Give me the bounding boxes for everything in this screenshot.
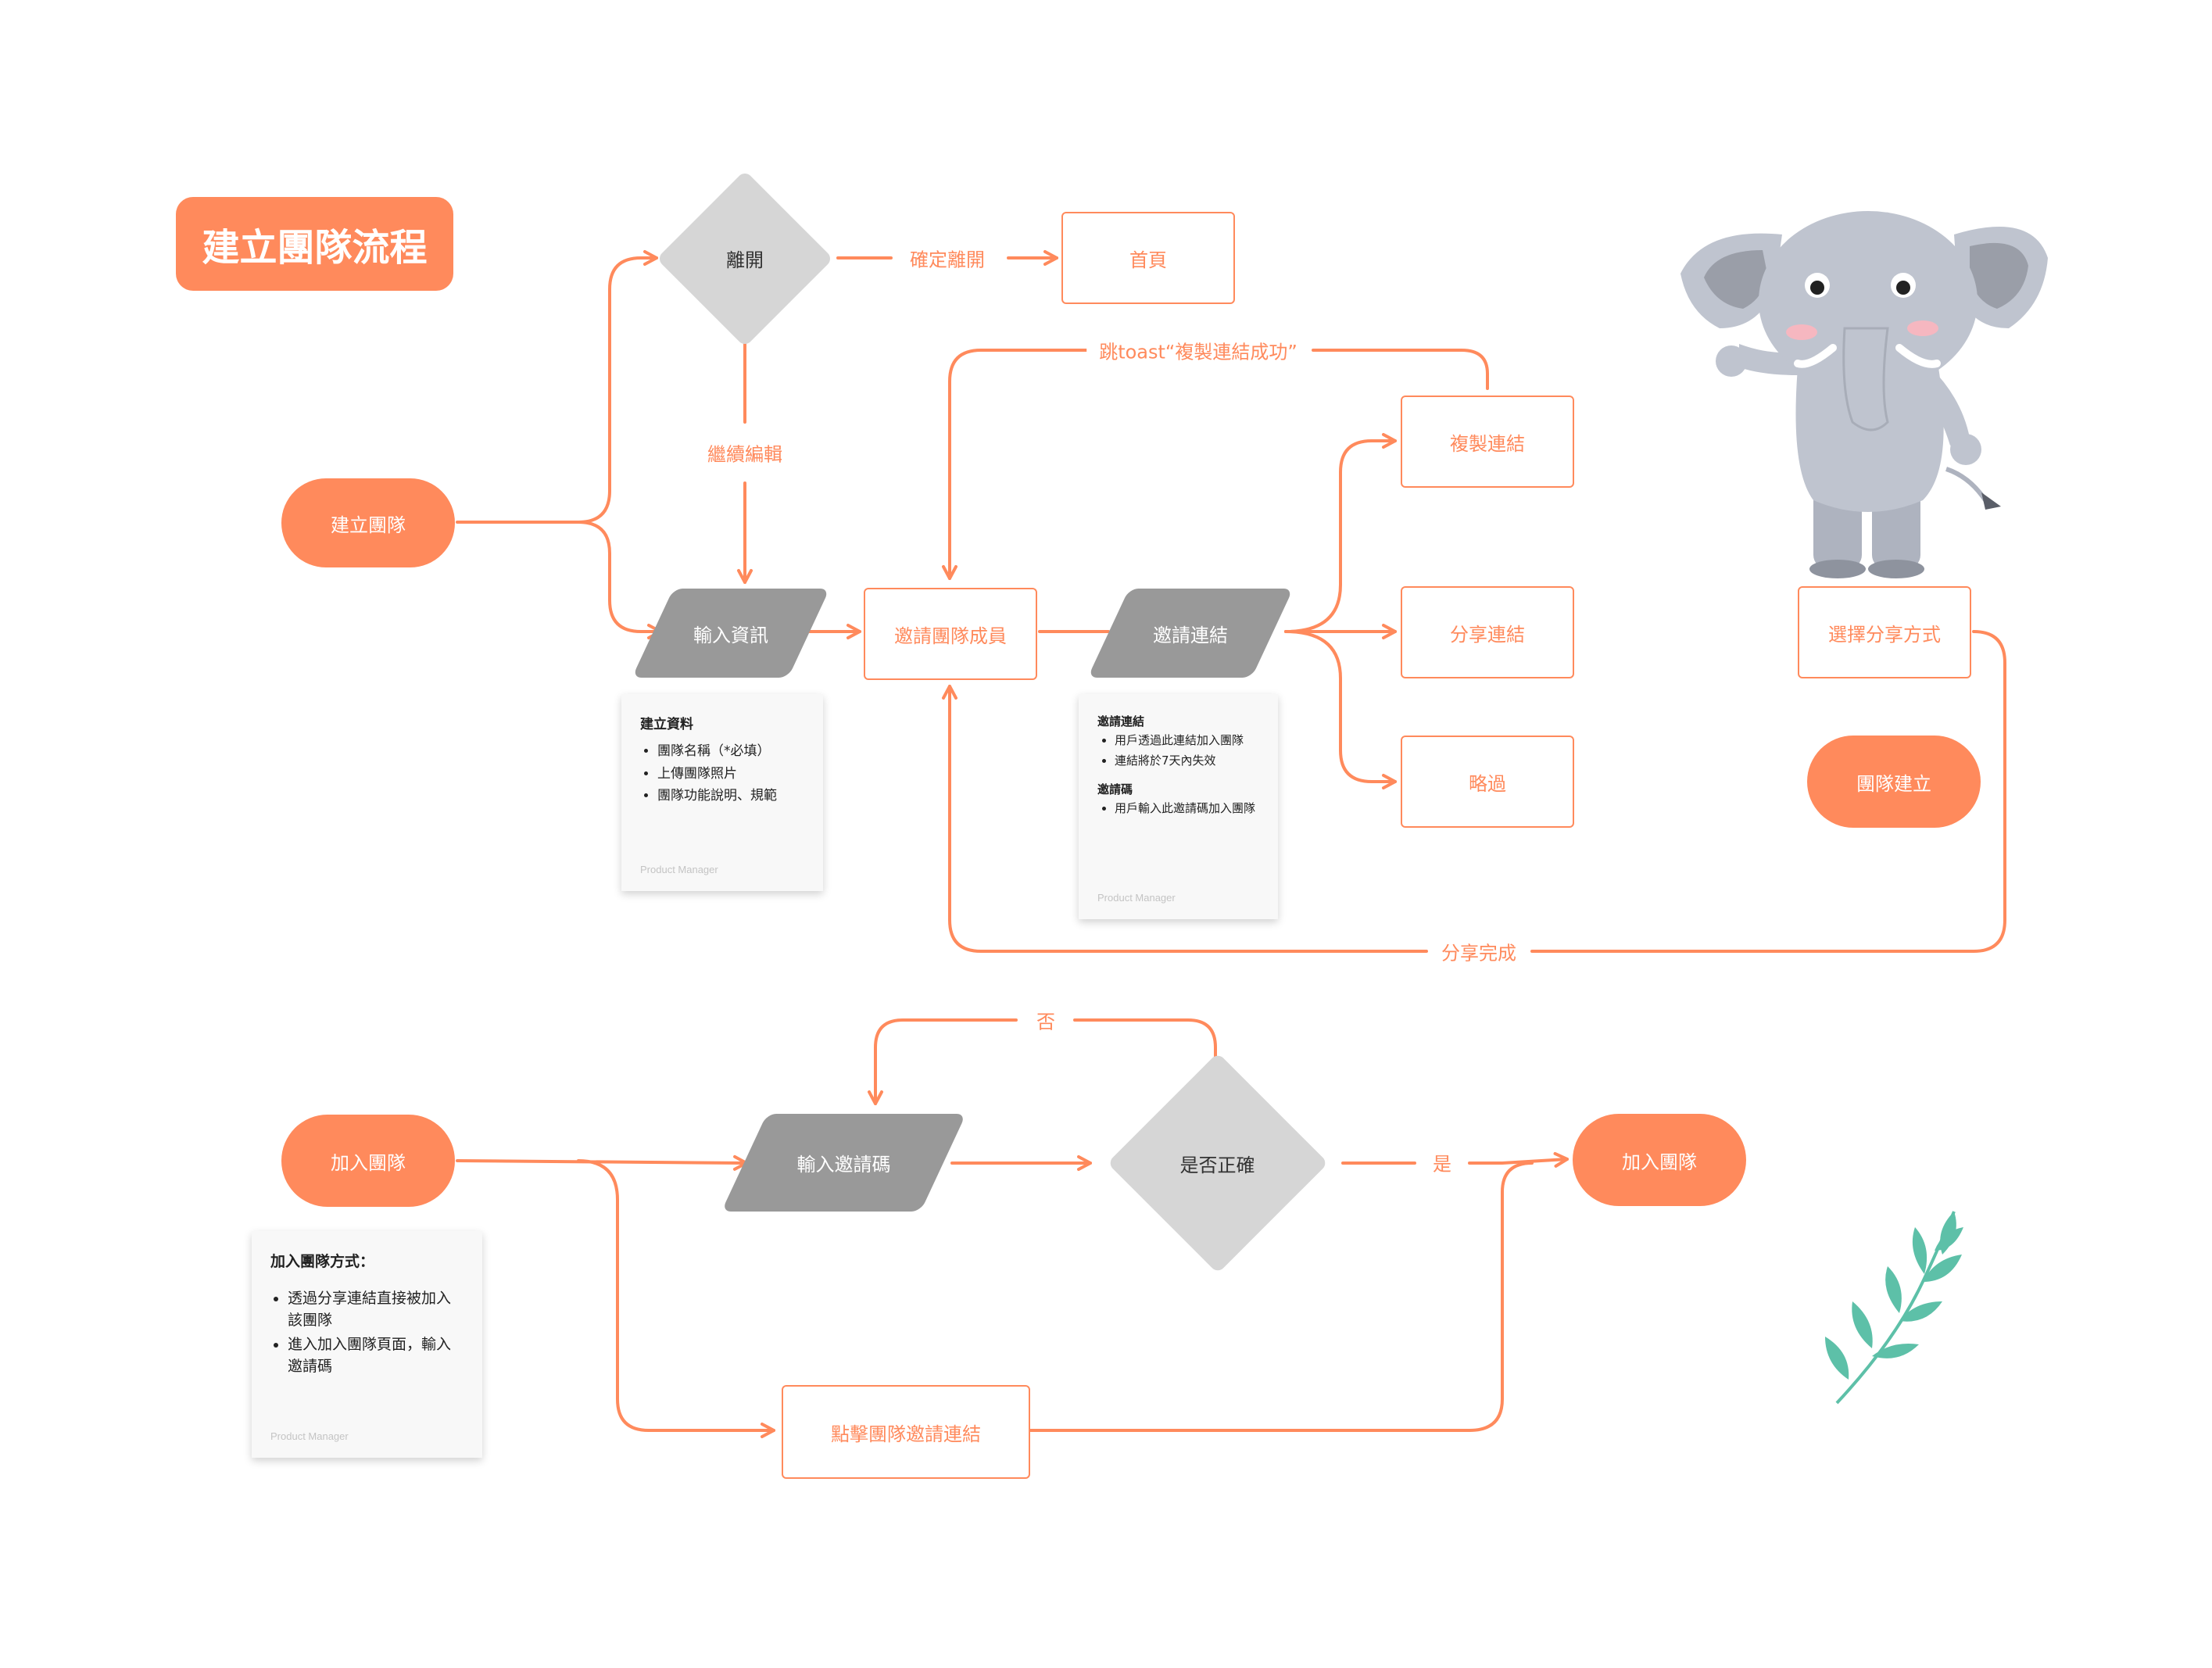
node-join-team-start-label: 加入團隊 bbox=[331, 1151, 406, 1174]
edge-copy-toast-2 bbox=[942, 349, 1088, 580]
note-footer: Product Manager bbox=[270, 1430, 349, 1442]
note-create-data: 建立資料 團隊名稱（*必填） 上傳團隊照片 團隊功能說明、規範 Product … bbox=[621, 694, 823, 891]
edge-join-to-click bbox=[577, 1159, 775, 1438]
note-title: 邀請碼 bbox=[1097, 782, 1133, 796]
note-item: 上傳團隊照片 bbox=[657, 764, 804, 784]
node-enter-code-label: 輸入邀請碼 bbox=[796, 1154, 891, 1176]
edge-check-no-2 bbox=[868, 1018, 1018, 1105]
node-copy-link[interactable]: 複製連結 bbox=[1401, 396, 1574, 488]
node-invite-members-label: 邀請團隊成員 bbox=[894, 625, 1007, 647]
node-invite-members[interactable]: 邀請團隊成員 bbox=[864, 588, 1037, 680]
edge-label-toast: 跳toast“複製連結成功” bbox=[1086, 336, 1310, 364]
edge-copy-toast bbox=[1312, 349, 1489, 390]
note-footer: Product Manager bbox=[1097, 892, 1176, 904]
edge-create-to-leave bbox=[456, 250, 658, 524]
edge-label-no: 否 bbox=[1024, 1006, 1068, 1034]
node-click-invite-link-label: 點擊團隊邀請連結 bbox=[831, 1423, 981, 1445]
edge-label-yes: 是 bbox=[1420, 1148, 1464, 1176]
edge-link-to-skip bbox=[1284, 630, 1397, 789]
node-is-correct-decision[interactable]: 是否正確 bbox=[1098, 1052, 1337, 1274]
edge-label-continue-edit: 繼續編輯 bbox=[695, 438, 795, 467]
node-invite-link-label: 邀請連結 bbox=[1153, 624, 1228, 646]
node-skip-label: 略過 bbox=[1469, 772, 1506, 795]
note-item: 用戶輸入此邀請碼加入團隊 bbox=[1115, 800, 1259, 818]
edge-join-to-code bbox=[456, 1154, 748, 1171]
note-item: 進入加入團隊頁面，輸入邀請碼 bbox=[288, 1334, 464, 1377]
node-share-link[interactable]: 分享連結 bbox=[1401, 586, 1574, 678]
edge-label-confirm-leave: 確定離開 bbox=[897, 244, 997, 272]
note-list: 團隊名稱（*必填） 上傳團隊照片 團隊功能說明、規範 bbox=[640, 742, 804, 806]
note-item: 透過分享連結直接被加入該團隊 bbox=[288, 1288, 464, 1331]
elephant-illustration bbox=[1680, 211, 2048, 578]
node-enter-code[interactable]: 輸入邀請碼 bbox=[721, 1114, 967, 1212]
node-join-team-end[interactable]: 加入團隊 bbox=[1573, 1114, 1746, 1206]
node-is-correct-label: 是否正確 bbox=[1179, 1154, 1255, 1176]
node-leave-decision[interactable]: 離開 bbox=[656, 170, 834, 347]
node-skip[interactable]: 略過 bbox=[1401, 736, 1574, 828]
note-item: 團隊功能說明、規範 bbox=[657, 786, 804, 806]
node-invite-link[interactable]: 邀請連結 bbox=[1087, 589, 1294, 678]
edge-share-done bbox=[1530, 630, 2006, 953]
page-title-text: 建立團隊流程 bbox=[202, 226, 428, 270]
note-list: 用戶透過此連結加入團隊 連結將於7天內失效 bbox=[1097, 732, 1259, 770]
node-choose-share-label: 選擇分享方式 bbox=[1828, 623, 1941, 646]
edge-click-to-join bbox=[1029, 1162, 1534, 1432]
note-item: 用戶透過此連結加入團隊 bbox=[1115, 732, 1259, 750]
note-footer: Product Manager bbox=[640, 864, 718, 875]
node-click-invite-link[interactable]: 點擊團隊邀請連結 bbox=[782, 1385, 1030, 1479]
note-item: 團隊名稱（*必填） bbox=[657, 742, 804, 761]
node-leave-label: 離開 bbox=[726, 249, 764, 271]
node-home[interactable]: 首頁 bbox=[1061, 212, 1235, 304]
note-invite: 邀請連結 用戶透過此連結加入團隊 連結將於7天內失效 邀請碼 用戶輸入此邀請碼加… bbox=[1079, 694, 1278, 919]
edge-check-no bbox=[1073, 1018, 1217, 1065]
node-create-team[interactable]: 建立團隊 bbox=[281, 478, 455, 567]
note-list: 用戶輸入此邀請碼加入團隊 bbox=[1097, 800, 1259, 818]
edge-label-share-done: 分享完成 bbox=[1429, 937, 1529, 965]
node-team-created-label: 團隊建立 bbox=[1856, 772, 1931, 795]
node-copy-link-label: 複製連結 bbox=[1450, 432, 1525, 455]
node-home-label: 首頁 bbox=[1129, 249, 1167, 271]
edge-share-done-2 bbox=[942, 685, 1428, 953]
node-share-link-label: 分享連結 bbox=[1450, 623, 1525, 646]
node-input-info-label: 輸入資訊 bbox=[693, 624, 768, 646]
leaf-illustration bbox=[1825, 1211, 1963, 1405]
node-team-created[interactable]: 團隊建立 bbox=[1807, 736, 1981, 828]
note-item: 連結將於7天內失效 bbox=[1115, 753, 1259, 770]
node-create-team-label: 建立團隊 bbox=[331, 514, 406, 536]
note-title: 建立資料 bbox=[640, 717, 693, 732]
node-join-team-start[interactable]: 加入團隊 bbox=[281, 1115, 455, 1207]
page-title: 建立團隊流程 bbox=[176, 197, 453, 291]
edge-create-to-input bbox=[577, 521, 662, 639]
node-join-team-end-label: 加入團隊 bbox=[1622, 1151, 1697, 1173]
note-title: 加入團隊方式： bbox=[270, 1253, 375, 1270]
node-choose-share[interactable]: 選擇分享方式 bbox=[1798, 586, 1971, 678]
edge-link-to-copy bbox=[1284, 433, 1397, 633]
note-list: 透過分享連結直接被加入該團隊 進入加入團隊頁面，輸入邀請碼 bbox=[270, 1288, 464, 1377]
node-input-info[interactable]: 輸入資訊 bbox=[632, 589, 830, 678]
note-join: 加入團隊方式： 透過分享連結直接被加入該團隊 進入加入團隊頁面，輸入邀請碼 Pr… bbox=[252, 1231, 482, 1458]
note-title: 邀請連結 bbox=[1097, 714, 1145, 728]
edge-check-yes-2 bbox=[1468, 1151, 1569, 1168]
